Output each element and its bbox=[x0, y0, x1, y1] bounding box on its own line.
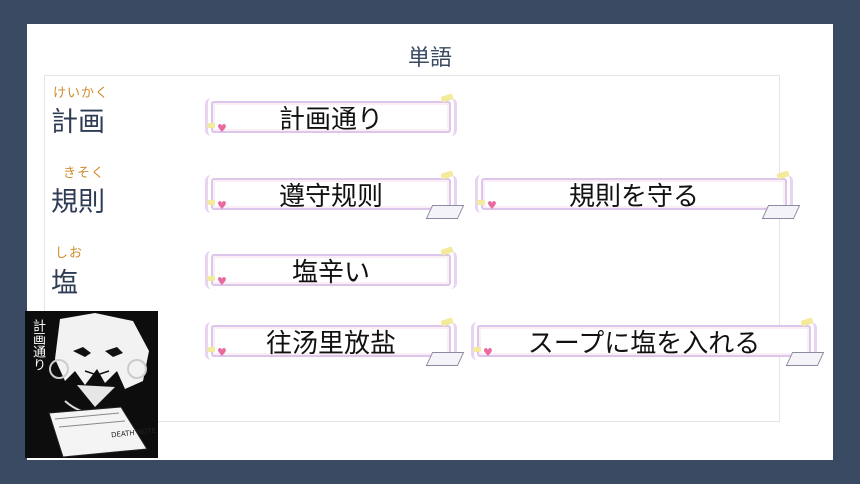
content-frame bbox=[44, 75, 780, 422]
example-label: 計画通り bbox=[278, 104, 383, 135]
scroll-paper bbox=[481, 178, 787, 210]
example-label: 往汤里放盐 bbox=[265, 328, 396, 359]
heart-icon: ♥ bbox=[483, 346, 493, 359]
furigana-kisoku: きそく bbox=[63, 166, 106, 181]
scroll-tip bbox=[473, 347, 481, 352]
furigana-keikaku: けいかく bbox=[53, 86, 110, 101]
scroll-curl bbox=[442, 98, 457, 136]
example-label: 規則を守る bbox=[568, 181, 699, 212]
scroll-tip bbox=[477, 200, 485, 205]
scroll-curl bbox=[442, 322, 457, 360]
scroll-tip bbox=[207, 123, 215, 128]
example-card: ♥ 遵守规则 bbox=[205, 170, 465, 219]
scroll-tip bbox=[207, 276, 215, 281]
example-card: ♥ 塩辛い bbox=[205, 246, 457, 289]
furigana-shio: しお bbox=[55, 246, 84, 261]
vocab-keikaku: 計画 bbox=[51, 107, 105, 138]
heart-icon: ♥ bbox=[217, 346, 227, 359]
vocab-kisoku: 規則 bbox=[51, 187, 105, 218]
scroll-curl bbox=[475, 175, 490, 213]
scroll-curl bbox=[205, 251, 220, 289]
scroll-curl bbox=[205, 98, 220, 136]
scroll-tip bbox=[207, 200, 215, 205]
example-card: ♥ 規則を守る bbox=[475, 170, 801, 219]
example-card: ♥ スープに塩を入れる bbox=[471, 317, 825, 366]
heart-icon: ♥ bbox=[217, 122, 227, 135]
slide: 単語 けいかく 計画 きそく 規則 しお 塩 ♥ 計画通り ♥ 遵守规则 ♥ bbox=[27, 24, 833, 460]
example-label: スープに塩を入れる bbox=[527, 328, 761, 359]
scroll-paper bbox=[211, 254, 451, 286]
heart-icon: ♥ bbox=[217, 199, 227, 212]
scroll-tip bbox=[207, 347, 215, 352]
scroll-curl bbox=[778, 175, 793, 213]
manga-drawing bbox=[25, 311, 158, 458]
example-card: ♥ 往汤里放盐 bbox=[205, 317, 465, 366]
scroll-curl bbox=[442, 175, 457, 213]
scroll-curl bbox=[471, 322, 486, 360]
manga-vertical-text: 計画通り bbox=[30, 319, 45, 371]
example-label: 塩辛い bbox=[291, 257, 370, 288]
scroll-paper bbox=[211, 101, 451, 133]
heart-icon: ♥ bbox=[487, 199, 497, 212]
scroll-curl bbox=[442, 251, 457, 289]
example-label: 遵守规则 bbox=[278, 181, 383, 212]
example-card: ♥ 計画通り bbox=[205, 93, 457, 136]
scroll-curl bbox=[205, 322, 220, 360]
scroll-curl bbox=[802, 322, 817, 360]
heart-icon: ♥ bbox=[217, 275, 227, 288]
slide-title: 単語 bbox=[407, 46, 452, 71]
manga-illustration: 計画通り DEATH NOTE bbox=[25, 311, 158, 458]
scroll-paper bbox=[211, 325, 451, 357]
scroll-paper bbox=[477, 325, 811, 357]
vocab-shio: 塩 bbox=[51, 268, 78, 299]
scroll-paper bbox=[211, 178, 451, 210]
scroll-curl bbox=[205, 175, 220, 213]
